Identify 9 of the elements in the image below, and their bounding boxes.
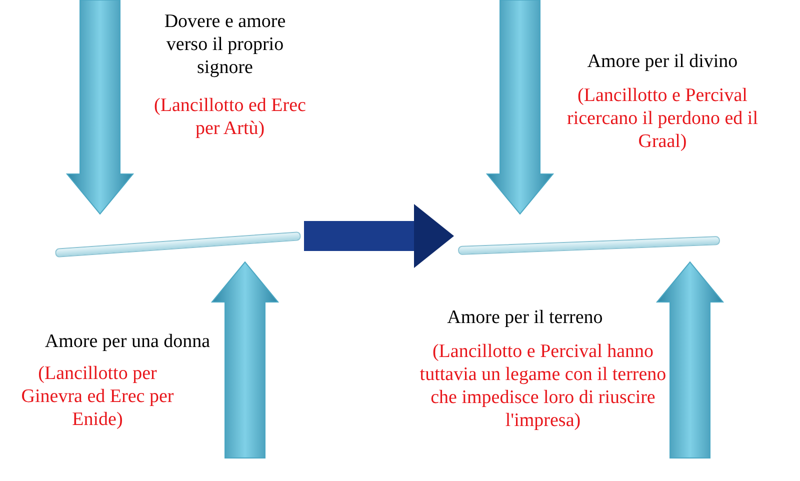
example-note: (Lancillotto e Percival hanno tuttavia un legame con il terreno che impedisce loro di riuscire l'impresa) [418,340,668,432]
example-note: (Lancillotto ed Erec per Artù) [153,94,307,140]
heading-text: Amore per il divino [586,50,739,73]
example-note: (Lancillotto per Ginevra ed Erec per Enide) [20,362,175,431]
heading-text: Dovere e amore verso il proprio signore [163,10,287,79]
heading-text: Amore per il terreno [446,306,604,329]
block-arrow [304,204,454,268]
example-note: (Lancillotto e Percival ricercano il perdono ed il Graal) [566,84,759,153]
heading-text: Amore per una donna [44,330,212,353]
